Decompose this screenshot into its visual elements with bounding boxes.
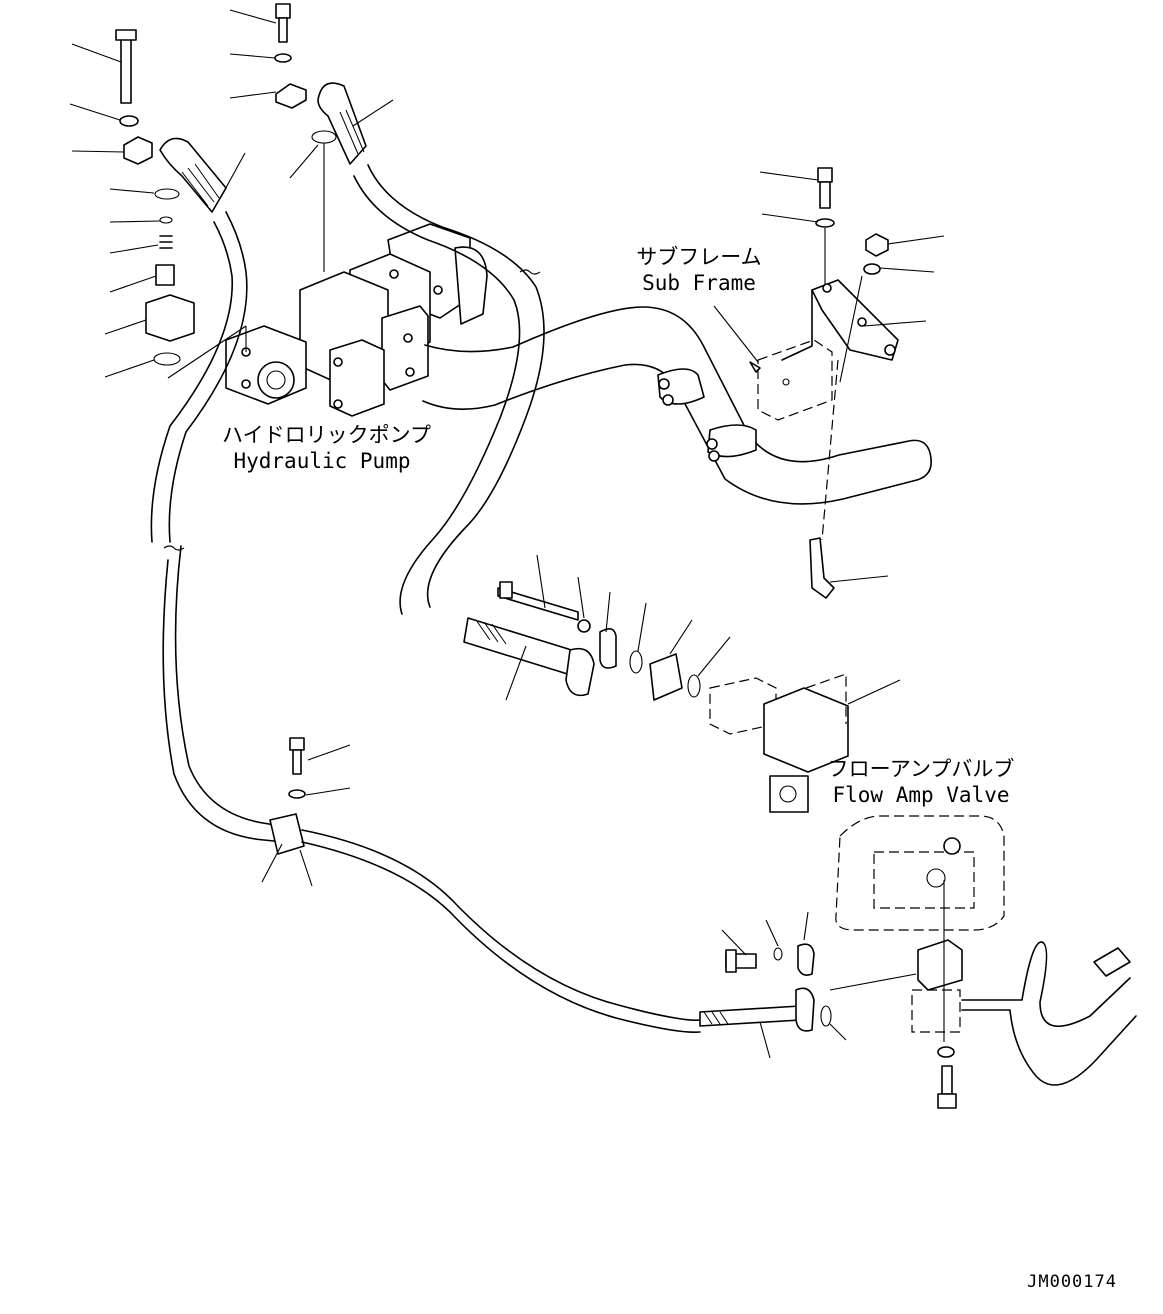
mid-hose-assembly (463, 554, 731, 701)
sub-frame-label-en: Sub Frame (642, 271, 756, 295)
suction-tube (422, 306, 932, 505)
pipe-break-marks (163, 269, 541, 551)
bolt-head (115, 29, 137, 41)
hydraulic-pump-label-jp: ハイドロリックポンプ (222, 423, 431, 447)
drawing-code: JM000174 (1027, 1272, 1117, 1292)
o-ring (154, 188, 180, 200)
o-ring-lower (153, 352, 181, 366)
o-ring-small (159, 216, 173, 224)
control-valve (835, 815, 1131, 1109)
sub-frame-label-jp: サブフレーム (636, 245, 762, 269)
sub-frame-bracket (713, 167, 945, 599)
spring (159, 235, 173, 249)
bottom-hose-assembly (699, 911, 917, 1059)
hydraulic-pump-label: ハイドロリックポンプ Hydraulic Pump (222, 422, 431, 474)
flow-amp-valve-label-en: Flow Amp Valve (832, 783, 1010, 807)
split-flange (123, 136, 153, 165)
flow-amp-valve-label: フローアンプバルブ Flow Amp Valve (826, 756, 1016, 808)
pipe-routes (150, 164, 1137, 1086)
spacer (155, 264, 175, 286)
hydraulic-pump (167, 223, 488, 417)
bolt-long (120, 32, 132, 104)
flow-amp-valve-label-jp: フローアンプバルブ (827, 757, 1015, 781)
pump-fitting-stack (229, 3, 394, 272)
clamp-assembly (261, 737, 351, 887)
hydraulic-pump-label-en: Hydraulic Pump (233, 449, 411, 473)
washer (119, 115, 139, 127)
flow-amp-valve (709, 673, 901, 813)
flange-block (145, 294, 195, 342)
left-fitting-stack (69, 29, 246, 378)
sub-frame-label: サブフレーム Sub Frame (634, 244, 764, 296)
